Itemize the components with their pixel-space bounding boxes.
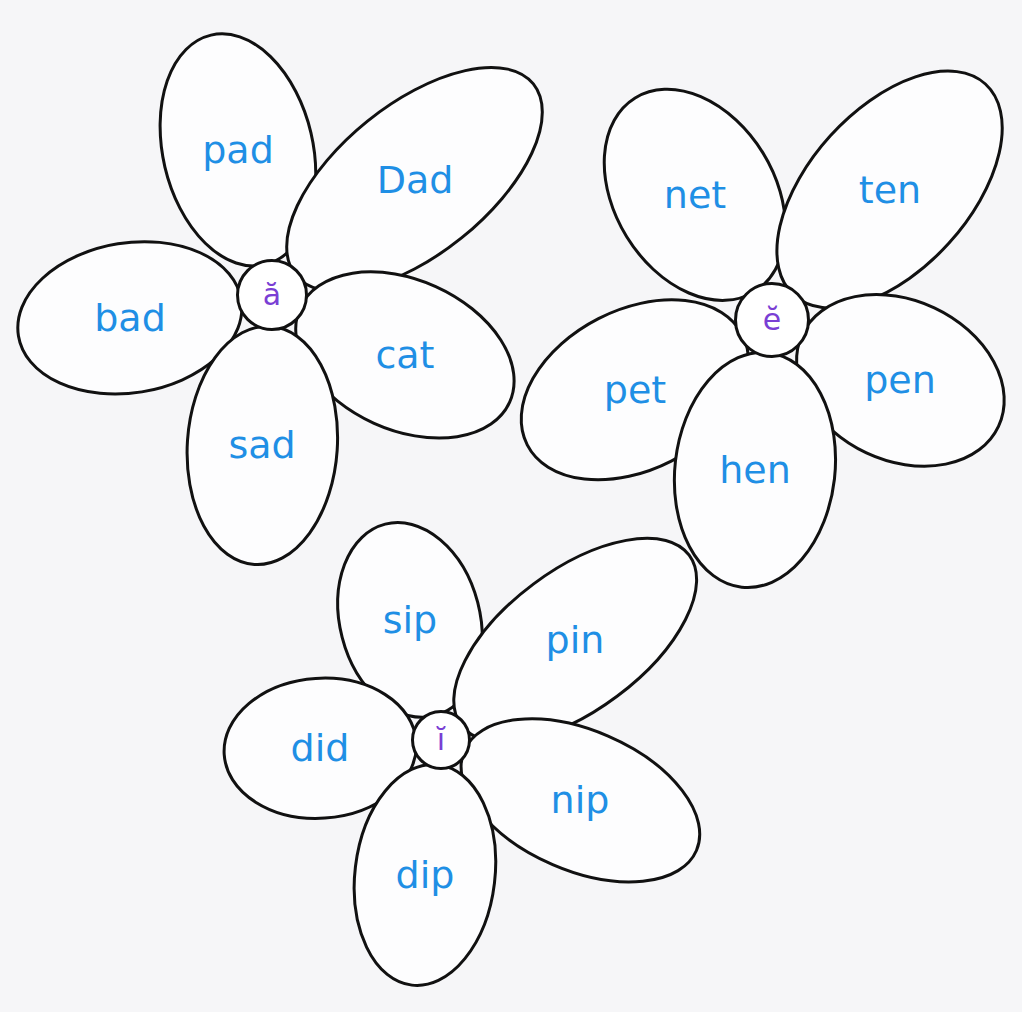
- petal-word: sip: [383, 601, 437, 639]
- petal-word: pin: [546, 621, 605, 659]
- petal-word: pad: [202, 131, 274, 169]
- flower-petal: sad: [143, 326, 382, 565]
- vowel-letter: ă: [263, 280, 281, 310]
- petal-word: pen: [864, 361, 936, 399]
- petal-word: Dad: [377, 161, 454, 199]
- petal-word: cat: [375, 336, 434, 374]
- petal-shape: [342, 757, 507, 994]
- flower-petal: net: [581, 81, 809, 309]
- vowel-letter: ĭ: [437, 725, 445, 755]
- petal-word: ten: [859, 171, 921, 209]
- flower-center: ĕ: [734, 282, 810, 358]
- petal-shape: [179, 321, 345, 569]
- petal-word: dip: [396, 856, 455, 894]
- petal-word: sad: [228, 426, 295, 464]
- petal-word: nip: [551, 781, 610, 819]
- vowel-letter: ĕ: [763, 305, 781, 335]
- flower-center: ĭ: [411, 710, 471, 770]
- flower-petal: dip: [314, 764, 536, 986]
- petal-word: hen: [719, 451, 791, 489]
- flower-center: ă: [236, 259, 308, 331]
- petal-word: net: [664, 176, 726, 214]
- petal-word: did: [291, 729, 350, 767]
- petal-word: bad: [94, 299, 166, 337]
- petal-word: pet: [604, 371, 666, 409]
